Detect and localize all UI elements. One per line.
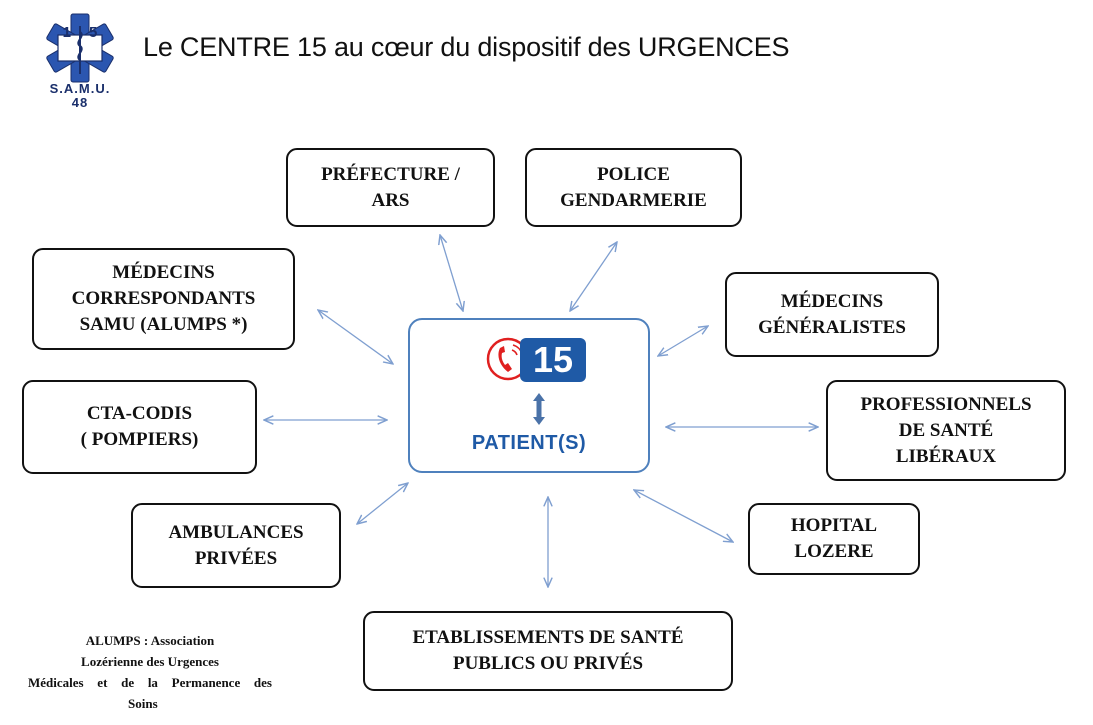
phone-15-icon <box>486 337 586 382</box>
node-medecins-generalistes: MÉDECINS GÉNÉRALISTES <box>725 272 939 357</box>
footnote-line-2: Lozérienne des Urgences <box>81 654 219 669</box>
node-prefecture: PRÉFECTURE / ARS <box>286 148 495 227</box>
arrow-ambulances <box>357 483 408 524</box>
footnote-line-1: ALUMPS : Association <box>85 633 215 648</box>
footnote-line-3: Médicales et de la Permanence des <box>28 675 272 690</box>
node-police-gendarmerie: POLICE GENDARMERIE <box>525 148 742 227</box>
star-of-life-icon <box>46 13 114 83</box>
patient-label: PATIENT(S) <box>471 432 587 454</box>
node-cta-codis: CTA-CODIS ( POMPIERS) <box>22 380 257 474</box>
arrow-prefecture <box>440 235 463 311</box>
logo-org: S.A.M.U. <box>49 81 111 96</box>
footnote-line-4: Soins <box>128 696 158 711</box>
node-medecins-correspondants: MÉDECINS CORRESPONDANTS SAMU (ALUMPS *) <box>32 248 295 350</box>
logo-number: 15 <box>62 24 116 41</box>
centre-15-box: 15 PATIENT(S) <box>408 318 650 473</box>
page-title: Le CENTRE 15 au cœur du dispositif des U… <box>143 32 790 62</box>
logo-dept: 48 <box>71 95 89 110</box>
center-badge-number: 15 <box>532 339 574 380</box>
up-down-arrow-icon <box>533 393 545 425</box>
arrow-hopital <box>634 490 733 542</box>
node-hopital-lozere: HOPITAL LOZERE <box>748 503 920 575</box>
node-professionnels-sante: PROFESSIONNELS DE SANTÉ LIBÉRAUX <box>826 380 1066 481</box>
arrow-medecins-correspondants <box>318 310 393 364</box>
node-etablissements-sante: ETABLISSEMENTS DE SANTÉ PUBLICS OU PRIVÉ… <box>363 611 733 691</box>
node-ambulances-privees: AMBULANCES PRIVÉES <box>131 503 341 588</box>
samu-48-logo: 15 S.A.M.U. 48 <box>30 12 130 112</box>
footnote: ALUMPS : Association Lozérienne des Urge… <box>28 630 272 714</box>
arrow-medecins-generalistes <box>658 326 708 356</box>
arrow-police <box>570 242 617 311</box>
